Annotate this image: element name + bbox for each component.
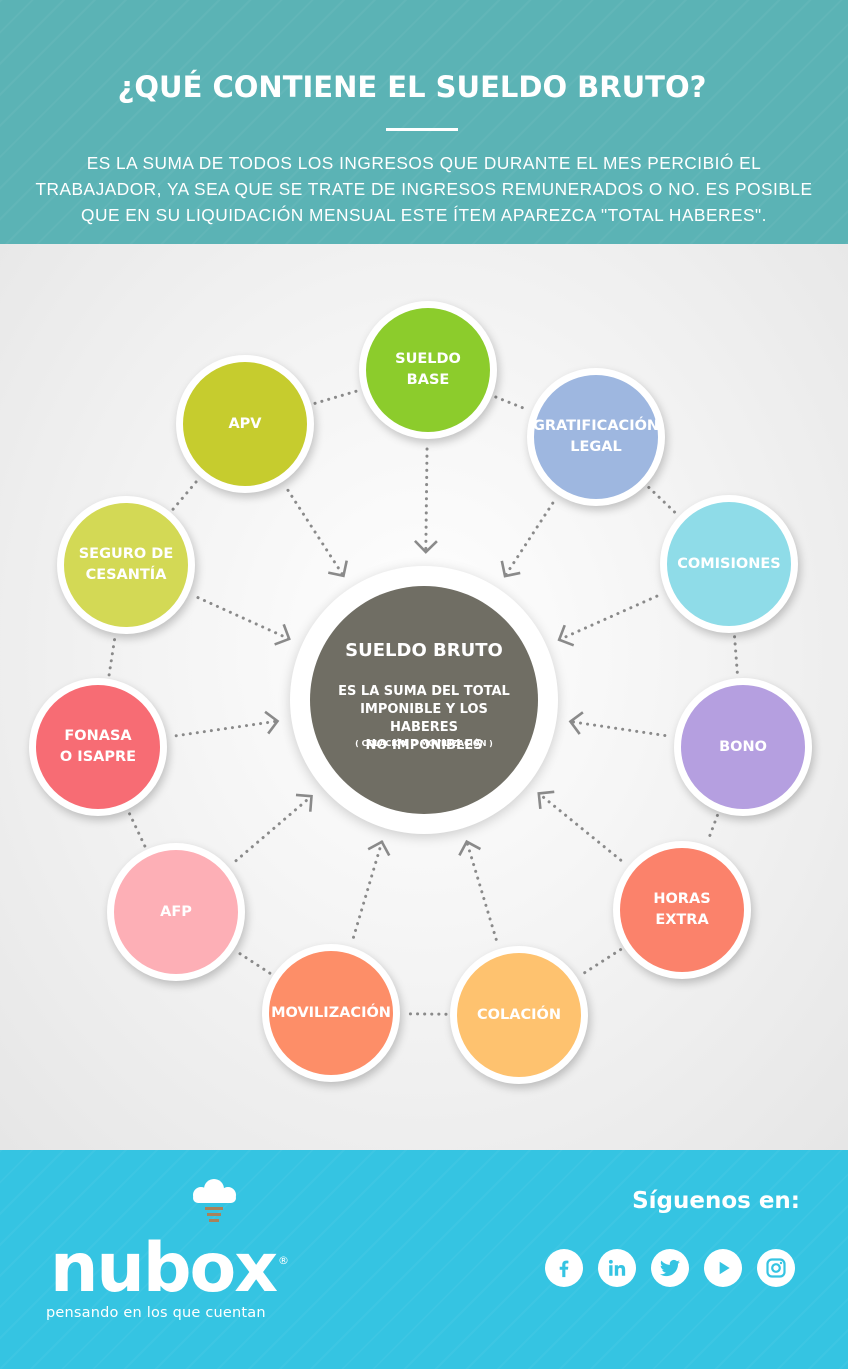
arrow-head	[295, 793, 313, 812]
node-label: BONO	[719, 738, 767, 755]
node-label: AFP	[160, 903, 192, 920]
arrow-head	[274, 623, 291, 646]
node-sueldo-base: SUELDO BASE	[359, 301, 497, 439]
youtube-icon	[719, 1261, 730, 1275]
node-label: SUELDO BASE	[395, 351, 461, 388]
center-note: ( COLACIÓN O MOVILIZACIÓN )	[355, 739, 493, 748]
arrow-line	[286, 488, 345, 578]
node-label: HORAS EXTRA	[653, 891, 711, 928]
node-horas-extra: HORAS EXTRA	[613, 841, 751, 979]
arrow-head	[264, 710, 280, 735]
twitter-link[interactable]	[651, 1249, 689, 1287]
node-gratificacion-legal: GRATIFICACIÓN LEGAL	[527, 368, 665, 506]
ring-connector	[578, 948, 623, 977]
ring-connector	[235, 950, 272, 975]
linkedin-link[interactable]	[598, 1249, 636, 1287]
arrow-head	[367, 840, 391, 857]
arrow-line	[352, 840, 384, 939]
arrow-head	[458, 839, 482, 857]
arrow-line	[465, 840, 498, 941]
title-divider	[386, 128, 458, 131]
node-seguro-cesantia: SEGURO DE CESANTÍA	[57, 496, 195, 634]
arrow-line	[196, 596, 291, 641]
node-label: FONASA O ISAPRE	[59, 728, 137, 765]
arrow-line	[568, 720, 667, 737]
ring-connector	[706, 813, 719, 844]
instagram-icon	[766, 1258, 786, 1278]
center-title: SUELDO BRUTO	[345, 640, 503, 661]
arrow-head	[537, 790, 555, 810]
facebook-icon	[559, 1260, 569, 1278]
diagram: SUELDO BRUTO ES LA SUMA DEL TOTAL IMPONI…	[0, 244, 848, 1150]
arrow-line	[537, 791, 623, 862]
ring-connector	[171, 478, 200, 511]
node-label: COMISIONES	[677, 555, 781, 572]
arrow-line	[174, 719, 280, 738]
page-title: ¿QUÉ CONTIENE EL SUELDO BRUTO?	[117, 70, 707, 104]
ring-connector	[647, 485, 678, 516]
arrow-head	[500, 560, 521, 578]
youtube-link[interactable]	[704, 1249, 742, 1287]
node-label: MOVILIZACIÓN	[271, 1004, 391, 1021]
node-label: COLACIÓN	[477, 1006, 561, 1023]
header-description: ES LA SUMA DE TODOS LOS INGRESOS QUE DUR…	[35, 153, 813, 225]
follow-label: Síguenos en:	[632, 1188, 800, 1214]
center-node-sueldo-bruto: SUELDO BRUTO ES LA SUMA DEL TOTAL IMPONI…	[290, 566, 558, 834]
node-apv: APV	[176, 355, 314, 493]
arrow-line	[424, 447, 429, 554]
ring-connector	[494, 395, 530, 412]
arrow-line	[503, 501, 555, 578]
node-movilizacion: MOVILIZACIÓN	[262, 944, 400, 1082]
instagram-link[interactable]	[757, 1249, 795, 1287]
arrow-line	[557, 594, 659, 642]
facebook-link[interactable]	[545, 1249, 583, 1287]
connector-lines	[107, 389, 739, 1016]
ring-connector	[107, 635, 117, 677]
nubox-logo[interactable]: nubox ® pensando en los que cuentan	[44, 1178, 314, 1328]
node-fonasa-isapre: FONASA O ISAPRE	[29, 678, 167, 816]
tagline: pensando en los que cuentan	[46, 1305, 266, 1321]
node-afp: AFP	[107, 843, 245, 981]
arrow-head	[557, 624, 575, 647]
ring-connector	[127, 811, 147, 848]
node-label: APV	[228, 415, 262, 432]
arrow-head	[327, 560, 348, 578]
registered-mark: ®	[278, 1254, 289, 1267]
node-label: SEGURO DE CESANTÍA	[78, 546, 174, 583]
node-bono: BONO	[674, 678, 812, 816]
ring-connector	[733, 635, 739, 676]
brand-name: nubox	[50, 1229, 278, 1308]
twitter-icon	[660, 1259, 680, 1277]
cloud-icon	[193, 1179, 236, 1222]
ring-connector	[313, 389, 360, 405]
node-comisiones: COMISIONES	[660, 495, 798, 633]
arrow-line	[234, 794, 314, 863]
center-description: ES LA SUMA DEL TOTAL IMPONIBLE Y LOS HAB…	[338, 684, 510, 753]
linkedin-icon	[608, 1259, 626, 1276]
arrow-head	[568, 711, 584, 735]
footer: nubox ® pensando en los que cuentan Sígu…	[0, 1150, 848, 1369]
node-label: GRATIFICACIÓN LEGAL	[532, 418, 660, 455]
center-node-inner: SUELDO BRUTO ES LA SUMA DEL TOTAL IMPONI…	[310, 586, 538, 814]
arrow-head	[413, 539, 438, 554]
header: ¿QUÉ CONTIENE EL SUELDO BRUTO? ES LA SUM…	[0, 0, 848, 244]
node-colacion: COLACIÓN	[450, 946, 588, 1084]
